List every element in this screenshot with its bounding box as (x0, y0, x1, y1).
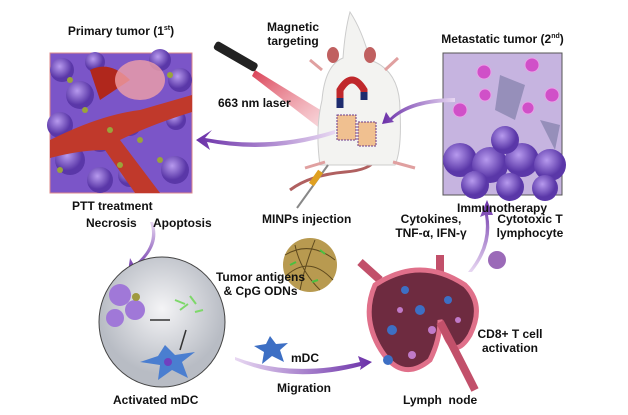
cytotoxic-t-cell-icon (488, 251, 506, 269)
arrow-migration (235, 356, 372, 375)
magnetic-line1: Magnetic (266, 20, 319, 34)
cytokines-line2: TNF-α, IFN-γ (395, 226, 467, 240)
minps-injection-label: MINPs injection (262, 212, 352, 226)
cytokines-line1: Cytokines, (400, 212, 462, 226)
arrow-from-metastatic (382, 98, 455, 124)
necrosis-label: Necrosis (86, 216, 137, 230)
primary-tumor-sup: st (163, 25, 171, 32)
ctl-line2: lymphocyte (496, 226, 564, 240)
antigens-line1: Tumor antigens (215, 270, 306, 284)
primary-tumor-image (47, 49, 193, 194)
metastatic-close: ) (559, 32, 564, 46)
activated-mdc-label: Activated mDC (113, 393, 199, 407)
cd8-line1: CD8+ T cell (477, 327, 543, 341)
laser-label: 663 nm laser (218, 96, 291, 110)
mouse-illustration (289, 10, 416, 209)
primary-tumor-title: Primary tumor (1st) (60, 22, 182, 38)
migration-label: Migration (277, 381, 331, 395)
mdc-cell-icon (254, 336, 288, 364)
ptt-treatment-label: PTT treatment (72, 199, 153, 213)
cd8-line2: activation (481, 341, 538, 355)
minp-nanoparticle-icon (283, 238, 337, 292)
metastatic-title-text: Metastatic tumor (2 (441, 32, 552, 46)
mdc-label: mDC (291, 351, 320, 365)
cytokines-label: Cytokines,TNF-α, IFN-γ (390, 212, 472, 240)
primary-tumor-close: ) (170, 24, 175, 38)
arrow-up-immunotherapy (468, 200, 493, 272)
magnetic-line2: targeting (267, 34, 319, 48)
metastatic-tumor-title: Metastatic tumor (2nd) (430, 30, 575, 46)
ctl-line1: Cytotoxic T (497, 212, 563, 226)
lymph-node-illustration (357, 255, 479, 392)
primary-tumor-title-text: Primary tumor (1 (67, 24, 164, 38)
arrow-to-primary (196, 130, 335, 150)
activated-mdc-illustration (98, 256, 226, 388)
metastatic-sup: nd (551, 33, 560, 40)
tumor-antigens-label: Tumor antigens& CpG ODNs (208, 270, 313, 298)
lymph-node-label: Lymph node (403, 393, 478, 407)
apoptosis-label: Apoptosis (153, 216, 212, 230)
immunotherapy-label: Immunotherapy (457, 201, 548, 215)
metastatic-tumor-image (442, 52, 566, 201)
antigens-line2: & CpG ODNs (223, 284, 298, 298)
